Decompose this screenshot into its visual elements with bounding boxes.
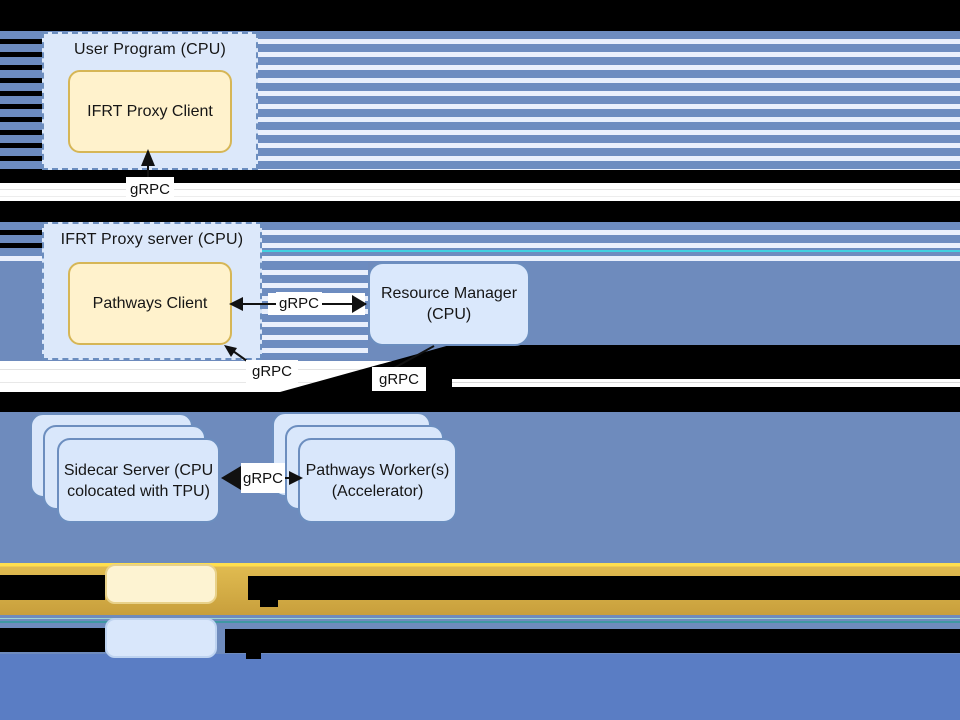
grpc-label-rm-down: gRPC — [372, 367, 426, 391]
glitch-band-4 — [0, 392, 960, 412]
user-program-title: User Program (CPU) — [73, 41, 227, 58]
glitch-band-top — [0, 0, 960, 31]
worker-label-line2: (Accelerator) — [331, 482, 424, 500]
legend-swatch-yellow — [105, 564, 217, 604]
teal-glitch-line-2 — [0, 621, 960, 623]
user-program-box: User Program (CPU) IFRT Proxy Client — [42, 32, 258, 170]
resource-manager-line2: (CPU) — [426, 306, 472, 323]
glitch-band-2 — [0, 170, 960, 183]
glitch-white-band-right — [452, 379, 960, 387]
pathways-client-label: Pathways Client — [92, 294, 208, 312]
grpc-label-proxy-down: gRPC — [246, 360, 298, 383]
resource-manager-line1: Resource Manager — [380, 285, 518, 302]
grpc-label-sidecar-worker: gRPC — [241, 463, 285, 493]
ifrt-proxy-server-title: IFRT Proxy server (CPU) — [60, 231, 244, 248]
legend-redacted-bar-1 — [248, 576, 960, 600]
sidecar-label-line2: colocated with TPU) — [67, 482, 210, 500]
sidecar-label-line1: Sidecar Server (CPU — [63, 461, 214, 479]
worker-stack-front: Pathways Worker(s) (Accelerator) — [298, 438, 457, 523]
legend-redacted-bar-2 — [225, 629, 960, 653]
worker-label-line1: Pathways Worker(s) — [305, 461, 450, 479]
glitch-white-band-1 — [0, 183, 960, 201]
glitch-band-3 — [0, 201, 960, 222]
ifrt-proxy-client-label: IFRT Proxy Client — [87, 102, 213, 120]
ifrt-proxy-client-box: IFRT Proxy Client — [68, 70, 232, 153]
stripe-zone-mid-left — [0, 222, 42, 252]
stripe-zone-top-left — [0, 31, 42, 170]
resource-manager-box: Resource Manager (CPU) — [368, 262, 530, 346]
pathways-client-box: Pathways Client — [68, 262, 232, 345]
grpc-label-client-rm: gRPC — [276, 292, 322, 315]
ifrt-proxy-server-box: IFRT Proxy server (CPU) Pathways Client — [42, 222, 262, 360]
legend-redacted-bar-1-left — [0, 575, 105, 600]
legend-redacted-bar-2-left — [0, 628, 105, 652]
legend-redacted-descender-1 — [260, 600, 278, 607]
teal-glitch-line-1 — [0, 618, 960, 619]
sidecar-stack-front: Sidecar Server (CPU colocated with TPU) — [57, 438, 220, 523]
legend-swatch-blue — [105, 618, 217, 658]
bottom-blue-region — [0, 654, 960, 720]
cyan-glitch-line — [262, 250, 960, 252]
legend-redacted-descender-2 — [246, 653, 261, 659]
grpc-label-user-to-proxy: gRPC — [126, 177, 174, 201]
